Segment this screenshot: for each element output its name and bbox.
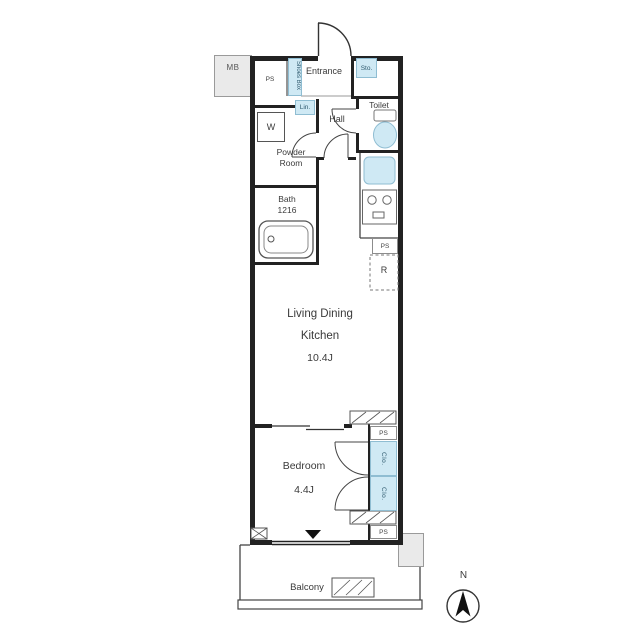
mb-label: MB xyxy=(226,63,240,72)
powder-room-door-arc xyxy=(291,132,317,158)
entrance-door-arc xyxy=(317,22,352,57)
storage-box: Sto. xyxy=(356,58,377,78)
ldk-door-arc xyxy=(323,133,349,159)
window-direction-marker xyxy=(305,530,321,539)
toilet-label: Toilet xyxy=(369,100,389,110)
bedroom-name: Bedroom xyxy=(282,460,326,472)
shutter-box xyxy=(250,527,268,540)
balcony-label: Balcony xyxy=(290,582,324,593)
closet-1-label: Clo. xyxy=(380,451,387,466)
north-label: N xyxy=(459,570,468,581)
ps-kitchen: PS xyxy=(372,238,398,254)
closet-1: Clo. xyxy=(370,441,397,476)
powder-room-line1: Powder xyxy=(276,147,306,157)
ldk-size: 10.4J xyxy=(307,352,333,364)
ldk-label: Living Dining Kitchen 10.4J xyxy=(245,303,395,369)
meter-box: MB xyxy=(214,55,252,97)
bathtub xyxy=(258,220,314,259)
walls xyxy=(250,56,403,545)
kitchen-sink xyxy=(363,156,396,185)
powder-room-line2: Room xyxy=(279,158,303,168)
washing-machine: W xyxy=(257,112,285,142)
shoes-box: Shoes Box xyxy=(288,58,302,96)
entrance-step-line xyxy=(286,61,351,97)
bedroom-size: 4.4J xyxy=(294,484,314,496)
stove xyxy=(362,189,397,225)
bedroom-label: Bedroom 4.4J xyxy=(248,460,360,497)
hatched-panel-bottom xyxy=(349,510,397,525)
closet-door-arcs xyxy=(334,441,369,511)
bath-label: Bath 1216 xyxy=(264,194,310,216)
closet-2-label: Clo. xyxy=(380,486,387,501)
ps-entrance: PS xyxy=(265,76,275,83)
ps-closet-top: PS xyxy=(370,426,397,440)
entrance-label: Entrance xyxy=(305,66,343,76)
toilet-door-arc xyxy=(331,108,357,134)
compass xyxy=(446,589,480,623)
hatched-panel-top xyxy=(349,410,397,425)
sliding-door xyxy=(272,425,344,431)
linen-closet: Lin. xyxy=(295,100,315,115)
ldk-line2: Kitchen xyxy=(300,330,340,342)
bath-line1: Bath xyxy=(278,194,296,204)
ps-closet-bottom: PS xyxy=(370,525,397,539)
balcony-outline xyxy=(237,544,423,610)
bath-line2: 1216 xyxy=(277,205,297,215)
refrigerator-space xyxy=(369,254,399,291)
hall-label: Hall xyxy=(329,114,345,124)
powder-room-label: Powder Room xyxy=(268,147,314,169)
evacuation-hatch xyxy=(331,577,375,598)
toilet-fixture xyxy=(373,109,397,149)
ldk-line1: Living Dining xyxy=(287,308,353,320)
fridge-label: R xyxy=(380,265,388,275)
balcony-window xyxy=(272,540,350,546)
closet-2: Clo. xyxy=(370,476,397,511)
